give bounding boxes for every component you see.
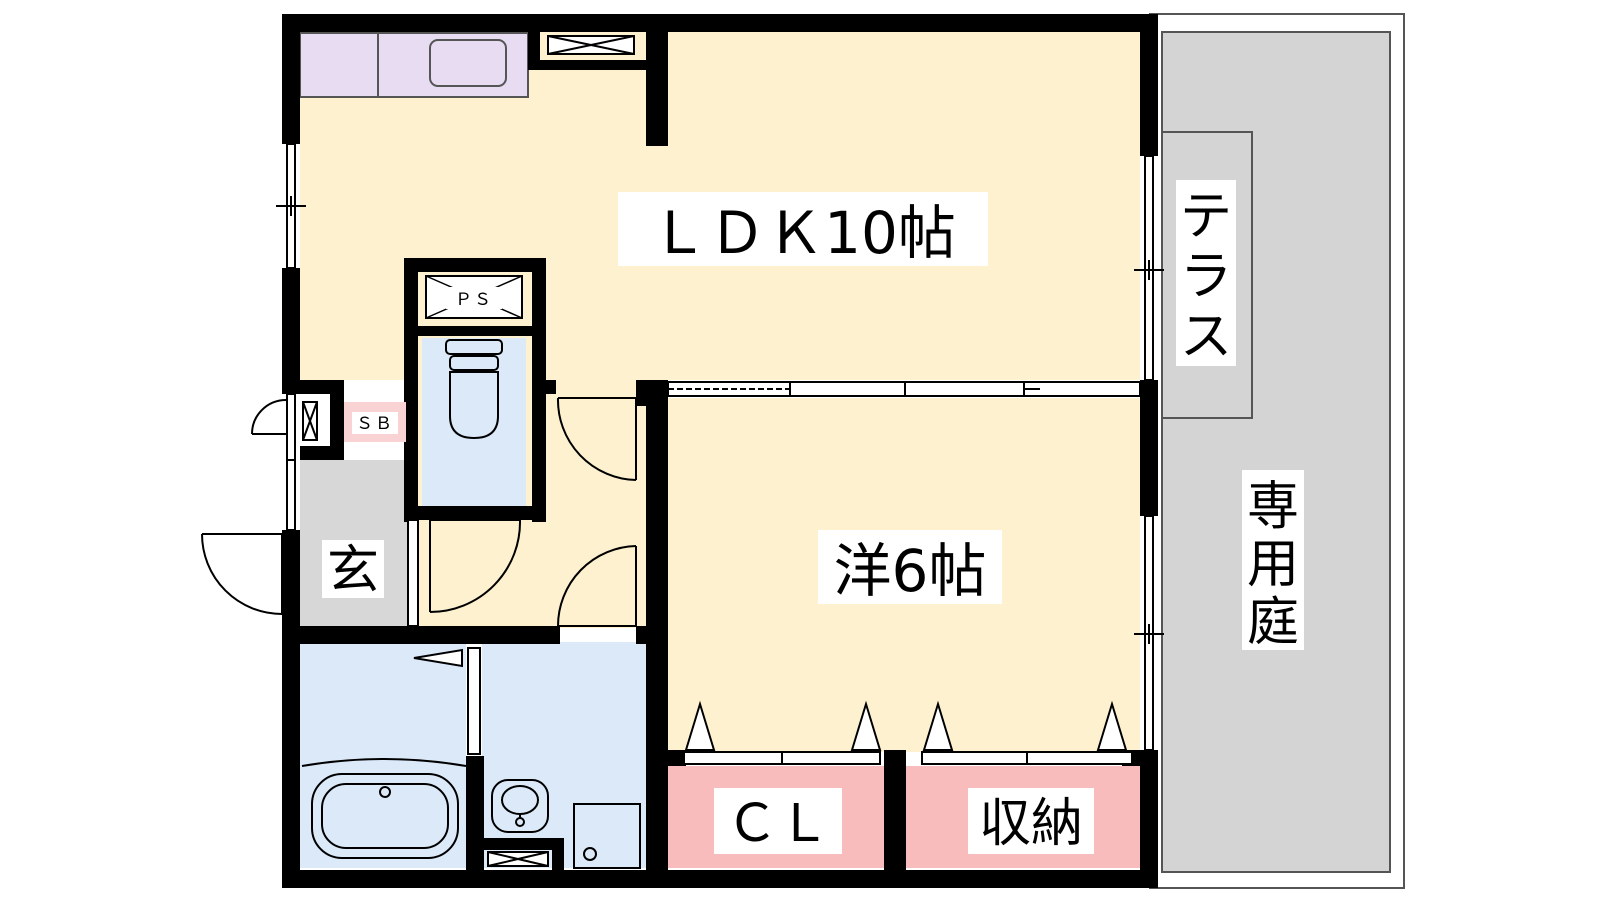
entrance-label: 玄 (327, 541, 379, 601)
wash-basin-icon (491, 779, 549, 833)
sb-label-bg (352, 412, 398, 434)
entrance-step (407, 519, 419, 627)
fridge-space (547, 35, 635, 55)
window-ticks (276, 196, 1164, 644)
closet-label: ＣＬ (726, 794, 830, 854)
closet-label-bg (714, 788, 842, 854)
bathtub-icon (301, 758, 467, 859)
storage-label-bg (968, 788, 1094, 854)
terrace-label-bg (1176, 180, 1236, 366)
garden-label-2: 用 (1247, 535, 1299, 595)
terrace-label-3: ス (1180, 307, 1232, 367)
entrance-label-bg (322, 540, 384, 598)
bath-door (413, 647, 481, 755)
ps-label-bg (446, 287, 502, 309)
vent-box (487, 851, 549, 867)
western-label-bg (818, 530, 1002, 604)
sb-label: ＳＢ (356, 414, 394, 434)
toilet-icon (445, 339, 503, 440)
western-room-label: 洋6帖 (834, 537, 987, 605)
closet-doors (683, 700, 1133, 765)
ldk-label: ＬＤＫ10帖 (650, 199, 956, 267)
ldk-label-bg (618, 192, 988, 266)
storage-label: 収納 (979, 794, 1083, 854)
kitchen-sink (429, 39, 507, 87)
meter-box (302, 401, 318, 441)
garden-label-bg (1242, 470, 1304, 650)
terrace-label-2: ラ (1180, 247, 1232, 307)
ps-label: ＰＳ (455, 290, 493, 310)
doors (201, 397, 637, 627)
garden-label-1: 専 (1247, 477, 1299, 537)
washing-machine-space (573, 803, 641, 869)
sliding-partition (667, 381, 1141, 397)
garden-label-3: 庭 (1247, 593, 1299, 653)
walls (282, 14, 1158, 888)
terrace-label-1: テ (1180, 187, 1232, 247)
